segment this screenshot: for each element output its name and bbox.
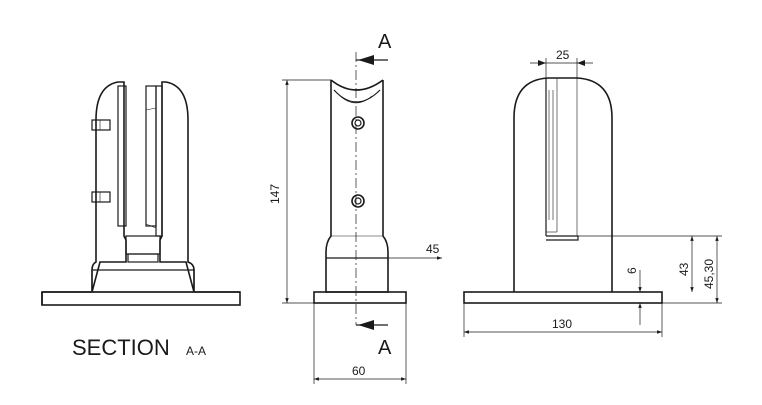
dim-body-width-45: 45 (326, 242, 442, 260)
section-view: SECTION A-A (41, 81, 241, 360)
dim-height-label: 147 (268, 184, 282, 204)
dim-base-length-130: 130 (463, 303, 663, 337)
dim-slot-bottom-total-label: 45,30 (702, 259, 716, 289)
front-view: A A 147 (268, 31, 442, 384)
dim-body-width-label: 45 (426, 242, 440, 256)
screw-hole-icon-bottom (351, 194, 365, 208)
section-body-hatched (42, 81, 240, 293)
side-base-plate (463, 291, 663, 304)
screw-hole-icon-top (351, 116, 365, 130)
dim-slot-width-label: 25 (556, 48, 570, 62)
front-base-plate (313, 291, 407, 304)
dim-base-thickness-6: 6 (612, 267, 645, 325)
side-body (513, 77, 613, 292)
section-set-screws (91, 119, 111, 203)
dim-base-width-60: 60 (313, 303, 407, 384)
dim-height-147: 147 (268, 79, 331, 304)
section-suffix: A-A (186, 344, 206, 358)
dim-base-thickness-label: 6 (625, 267, 639, 274)
section-arrow-bottom (356, 320, 388, 330)
section-base-plate (41, 291, 241, 306)
dim-slot-bottom-total-45-30: 45,30 (662, 235, 722, 304)
dim-base-length-label: 130 (552, 317, 572, 331)
section-clamp-parts (117, 85, 163, 263)
side-view: 25 130 6 43 45,30 (463, 48, 722, 337)
dim-slot-width-25: 25 (530, 48, 593, 78)
section-marker-top: A (378, 31, 392, 53)
dim-slot-bottom-label: 43 (677, 262, 691, 276)
section-marker-bottom: A (378, 337, 392, 359)
section-arrow-top (356, 55, 388, 65)
front-body (325, 79, 389, 293)
section-title: SECTION (72, 335, 170, 360)
dim-base-width-label: 60 (352, 364, 366, 378)
dim-slot-bottom-43: 43 (578, 235, 697, 292)
